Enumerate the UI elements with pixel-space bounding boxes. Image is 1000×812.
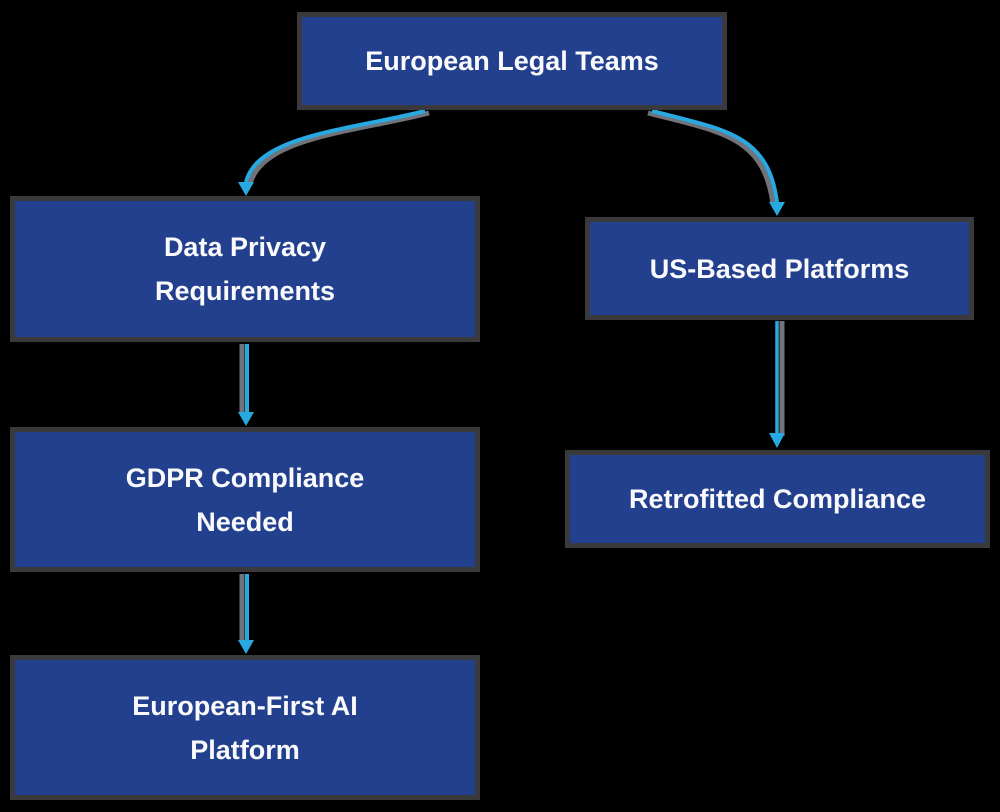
node-us-based-platforms: US-Based Platforms	[585, 217, 974, 320]
node-european-first-ai-platform: European-First AI Platform	[10, 655, 480, 800]
node-data-privacy-requirements: Data Privacy Requirements	[10, 196, 480, 342]
arrowhead-us-platforms-to-retrofitted-icon	[769, 433, 785, 448]
node-label: Retrofitted Compliance	[628, 484, 927, 514]
node-label-line-1: Data Privacy	[163, 232, 327, 262]
node-gdpr-compliance-needed: GDPR Compliance Needed	[10, 427, 480, 572]
edge-root-to-us-platforms	[651, 109, 779, 203]
node-label-line-2: Platform	[190, 734, 300, 765]
arrowhead-data-privacy-to-gdpr-icon	[238, 412, 254, 426]
node-label: US-Based Platforms	[649, 253, 910, 284]
edge-shadow-root-to-data-privacy	[247, 110, 430, 185]
node-label-line-1: European-First AI	[132, 690, 358, 721]
arrowhead-gdpr-to-european-first-icon	[238, 640, 254, 654]
arrowhead-root-to-us-platforms-icon	[769, 202, 785, 216]
node-european-legal-teams: European Legal Teams	[297, 12, 727, 110]
node-label-line-1: GDPR Compliance	[125, 462, 365, 493]
node-retrofitted-compliance: Retrofitted Compliance	[565, 450, 990, 548]
edge-root-to-data-privacy	[244, 109, 426, 183]
node-label: European Legal Teams	[365, 46, 659, 76]
node-label-line-2: Requirements	[154, 276, 336, 306]
node-label-line-2: Needed	[196, 506, 294, 537]
arrowhead-root-to-data-privacy-icon	[238, 182, 254, 196]
edge-shadow-root-to-us-platforms	[647, 110, 776, 205]
